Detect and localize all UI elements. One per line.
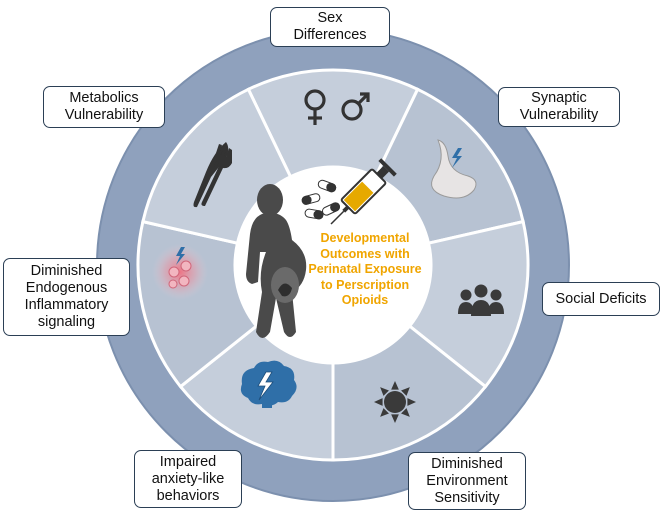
label-diminished-endogenous-inflammatory-signaling: Diminished Endogenous Inflammatory signa… — [3, 258, 130, 336]
brain-lightning-icon — [240, 360, 297, 408]
label-sex-differences-text: Sex Differences — [293, 10, 367, 43]
label-diminished-endogenous-inflammatory-signaling-text: Diminished Endogenous Inflammatory signa… — [24, 263, 109, 330]
inflamed-cells-icon — [152, 244, 208, 300]
sun-ray — [391, 381, 399, 390]
sun-icon — [374, 381, 416, 423]
sun-ray — [391, 414, 399, 423]
knife-fork-icon — [193, 142, 232, 208]
label-synaptic-vulnerability: Synaptic Vulnerability — [498, 87, 620, 127]
label-social-deficits-text: Social Deficits — [555, 290, 647, 307]
sun-ray — [380, 387, 389, 396]
label-impaired-anxiety-like-behaviors: Impaired anxiety-like behaviors — [134, 450, 242, 508]
syringe-icon — [330, 158, 397, 225]
pregnant-woman-icon — [246, 184, 307, 338]
sun-core — [384, 391, 406, 413]
label-diminished-environment-sensitivity: Diminished Environment Sensitivity — [408, 452, 526, 510]
pills-icon — [301, 179, 341, 220]
label-metabolics-vulnerability: Metabolics Vulnerability — [43, 86, 165, 128]
group-people-icon — [458, 284, 504, 316]
sun-ray — [401, 387, 410, 396]
label-social-deficits: Social Deficits — [542, 282, 660, 316]
synapse-icon — [431, 139, 477, 199]
label-sex-differences: Sex Differences — [270, 7, 390, 47]
label-synaptic-vulnerability-text: Synaptic Vulnerability — [519, 90, 599, 123]
label-impaired-anxiety-like-behaviors-text: Impaired anxiety-like behaviors — [151, 453, 225, 504]
center-title: Developmental Outcomes with Perinatal Ex… — [308, 231, 422, 307]
sun-ray — [380, 408, 389, 417]
label-diminished-environment-sensitivity-text: Diminished Environment Sensitivity — [426, 455, 508, 506]
gender-symbols-icon — [304, 89, 370, 125]
sun-ray — [374, 398, 383, 406]
sun-ray — [401, 408, 410, 417]
label-metabolics-vulnerability-text: Metabolics Vulnerability — [64, 90, 144, 123]
sun-ray — [407, 398, 416, 406]
